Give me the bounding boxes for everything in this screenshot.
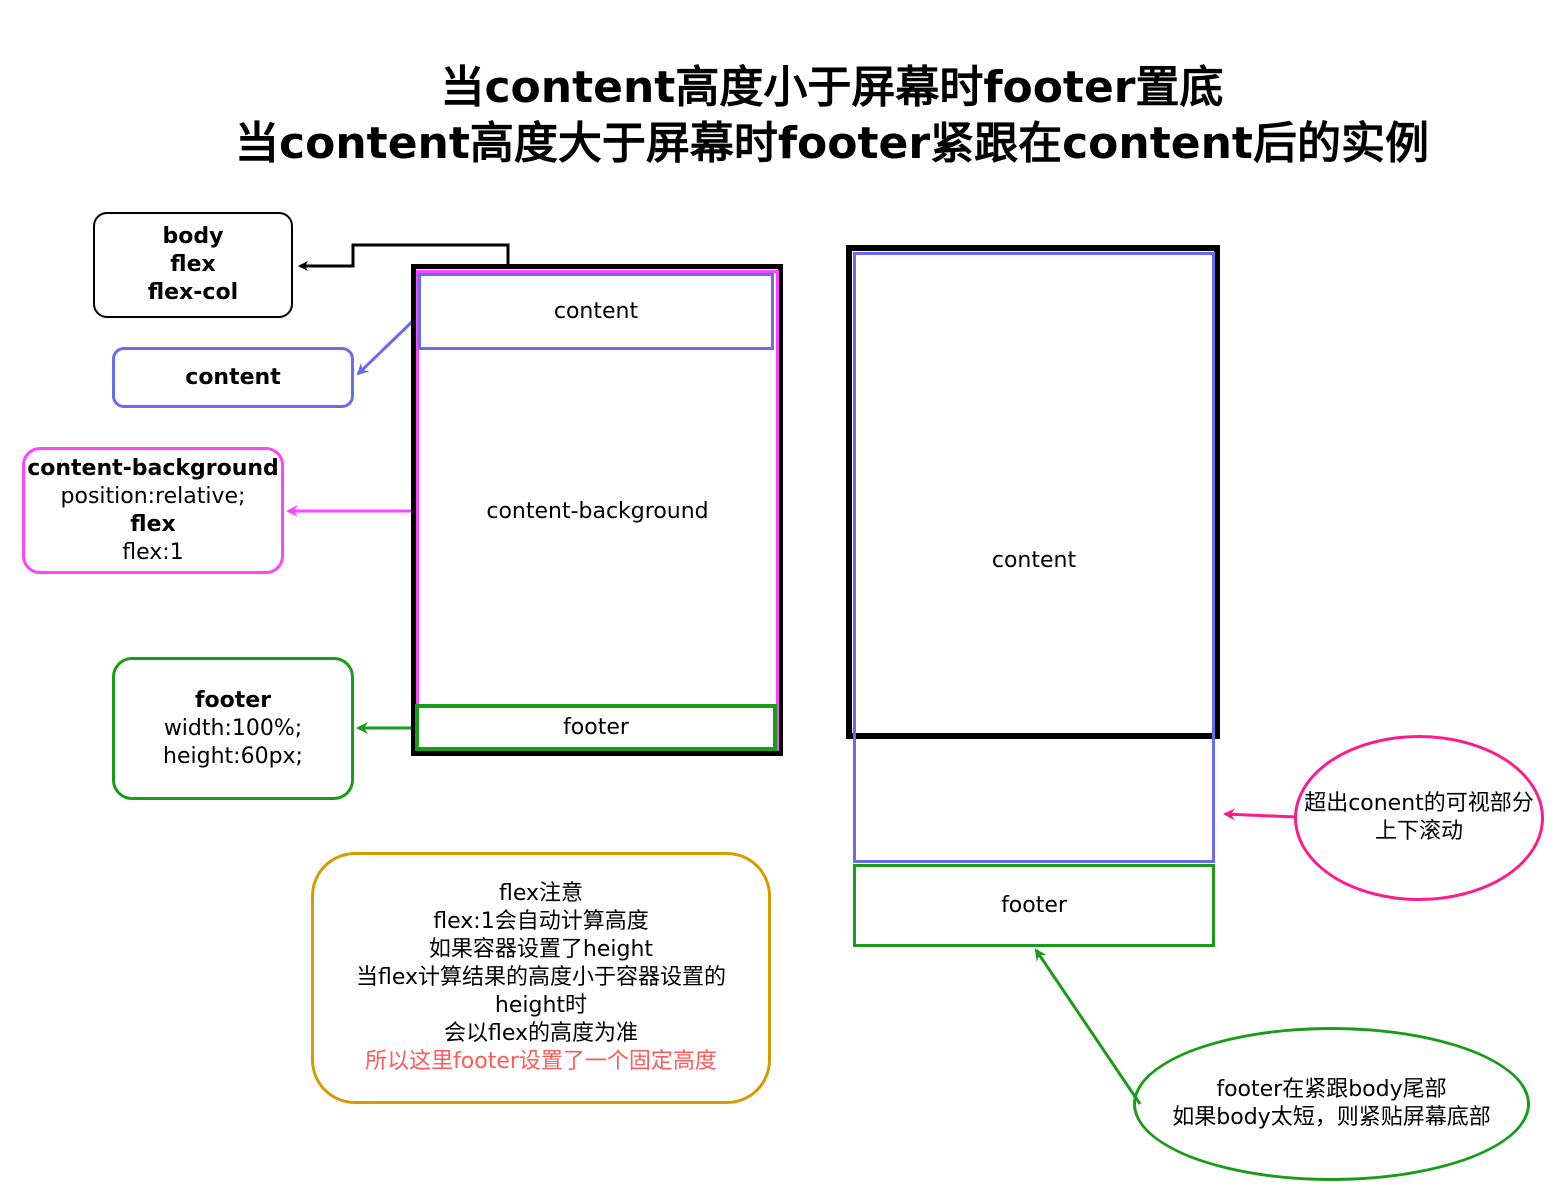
right-content-region: content [853, 252, 1215, 863]
callout-body-line-2: flex [170, 252, 216, 277]
scroll-note-line-1: 超出conent的可视部分 [1304, 791, 1534, 816]
right-content-label: content [991, 548, 1077, 573]
note-line-4: 当flex计算结果的高度小于容器设置的 [355, 965, 727, 990]
callout-content-background-line-2: position:relative; [60, 483, 246, 509]
left-content-region: content [418, 273, 774, 350]
callout-body-line-3: flex-col [147, 280, 239, 305]
note-line-1: flex注意 [498, 881, 584, 906]
callout-footer-line-1: footer [194, 687, 272, 713]
scroll-connector-arrow [1223, 808, 1297, 821]
callout-body: body flex flex-col [93, 212, 293, 318]
left-footer-region: footer [415, 704, 777, 751]
callout-content-background-line-1: content-background [27, 455, 279, 481]
right-footer-region: footer [853, 864, 1215, 947]
content-connector-arrow [356, 314, 420, 376]
footer-note-ellipse: footer在紧跟body尾部 如果body太短，则紧贴屏幕底部 [1133, 1027, 1530, 1181]
left-content-background-label-row: content-background [416, 495, 779, 529]
flex-note-box: flex注意 flex:1会自动计算高度 如果容器设置了height 当flex… [311, 852, 771, 1104]
callout-content-background-line-3: flex [130, 511, 176, 537]
diagram-title-line-2: 当content高度大于屏幕时footer紧跟在content后的实例 [235, 118, 1429, 169]
callout-content-background: content-background position:relative; fl… [22, 447, 284, 574]
left-content-background-label: content-background [486, 499, 709, 524]
callout-footer-line-2: width:100%; [163, 715, 303, 741]
footer-position-connector-arrow [1034, 948, 1142, 1105]
scroll-note-line-2: 上下滚动 [1374, 819, 1463, 844]
right-footer-label: footer [1001, 892, 1067, 918]
left-footer-label: footer [563, 714, 629, 740]
left-body-container [411, 264, 783, 756]
callout-body-line-1: body [162, 224, 224, 249]
callout-content-label: content [185, 364, 281, 390]
callout-footer-line-3: height:60px; [163, 743, 303, 769]
scroll-note-ellipse: 超出conent的可视部分 上下滚动 [1294, 735, 1544, 901]
note-line-2: flex:1会自动计算高度 [433, 909, 649, 934]
footer-note-line-2: 如果body太短，则紧贴屏幕底部 [1172, 1105, 1491, 1130]
body-connector-arrow [298, 243, 510, 271]
callout-footer: footer width:100%; height:60px; [112, 657, 354, 800]
callout-content: content [112, 347, 354, 408]
note-line-6: 会以flex的高度为准 [443, 1021, 639, 1046]
diagram-title-line-1: 当content高度小于屏幕时footer置底 [440, 62, 1224, 113]
left-content-label: content [553, 298, 639, 324]
footer-note-line-1: footer在紧跟body尾部 [1216, 1077, 1447, 1102]
callout-content-background-line-4: flex:1 [122, 539, 184, 565]
note-line-5: height时 [494, 993, 588, 1018]
right-screen-viewport [846, 245, 1220, 739]
note-line-3: 如果容器设置了height [428, 937, 654, 962]
note-line-7-highlight: 所以这里footer设置了一个固定高度 [365, 1049, 717, 1074]
